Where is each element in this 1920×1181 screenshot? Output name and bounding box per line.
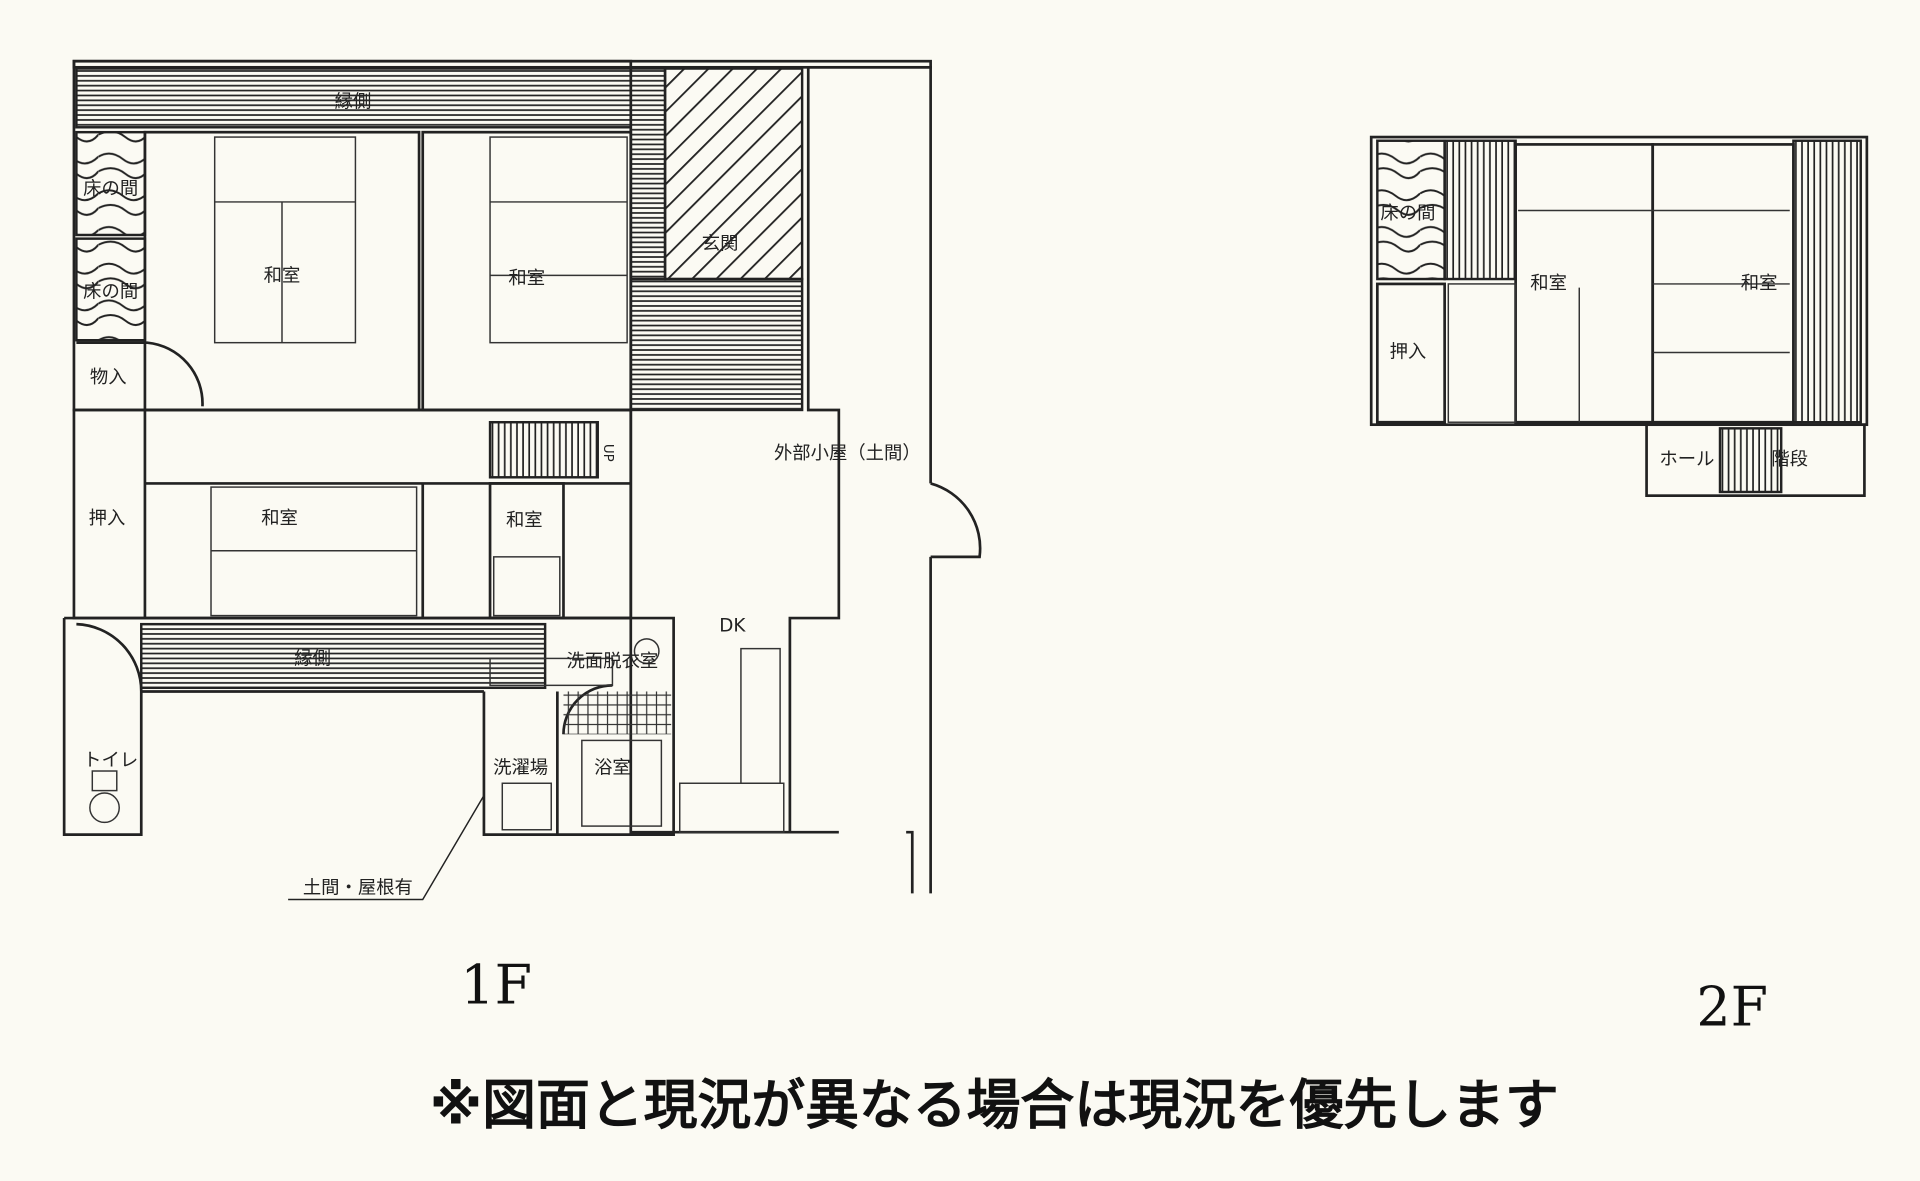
- genkan-area: [663, 67, 804, 281]
- tokonoma-2-area: [75, 237, 147, 342]
- label-washitsu-1: 和室: [264, 265, 301, 286]
- label-oshiire: 押入: [89, 508, 126, 529]
- label-washitsu-3: 和室: [261, 508, 298, 529]
- tokonoma-2f-area: [1376, 139, 1446, 281]
- stairs-1f: [488, 420, 599, 479]
- label-2f-oshiire: 押入: [1390, 341, 1427, 362]
- label-monoire: 物入: [90, 367, 127, 388]
- engawa-top-area: [75, 67, 633, 129]
- label-up: UP: [600, 444, 615, 462]
- floor-1f: 縁側 床の間 床の間 和室 和室 玄関 物入 UP 押入 和室 和室 外部小屋（…: [62, 59, 982, 1017]
- label-bath: 浴室: [594, 757, 631, 778]
- label-engawa-top: 縁側: [335, 92, 372, 113]
- bath-tile: [563, 691, 672, 735]
- label-toilet: トイレ: [83, 750, 138, 771]
- label-washitsu-4: 和室: [506, 510, 543, 531]
- label-washitsu-2: 和室: [508, 268, 545, 289]
- label-dk: DK: [719, 615, 746, 636]
- stairs-2f: [1718, 427, 1783, 494]
- engawa-bottom-area: [140, 622, 547, 690]
- label-shed: 外部小屋（土間）: [774, 443, 921, 464]
- label-laundry: 洗濯場: [493, 757, 548, 778]
- label-2f-washitsu-2: 和室: [1741, 273, 1778, 294]
- floor-2f-label: 2F: [1696, 976, 1768, 1039]
- floor-1f-label: 1F: [460, 954, 532, 1017]
- caption: ※図面と現況が異なる場合は現況を優先します: [430, 1073, 1559, 1136]
- floor-2f: 床の間 和室 和室 押入 ホール 階段 2F: [1369, 135, 1869, 1039]
- label-senmen: 洗面脱衣室: [567, 651, 659, 672]
- label-2f-hall: ホール: [1659, 449, 1714, 470]
- label-tokonoma-2: 床の間: [83, 281, 138, 302]
- label-2f-washitsu-1: 和室: [1530, 273, 1567, 294]
- label-doma-note: 土間・屋根有: [303, 877, 413, 898]
- label-tokonoma-1: 床の間: [83, 179, 138, 200]
- label-2f-tokonoma: 床の間: [1380, 203, 1435, 224]
- label-genkan: 玄関: [702, 234, 739, 255]
- label-2f-stairs: 階段: [1771, 449, 1808, 470]
- label-engawa-bottom: 縁側: [294, 649, 331, 670]
